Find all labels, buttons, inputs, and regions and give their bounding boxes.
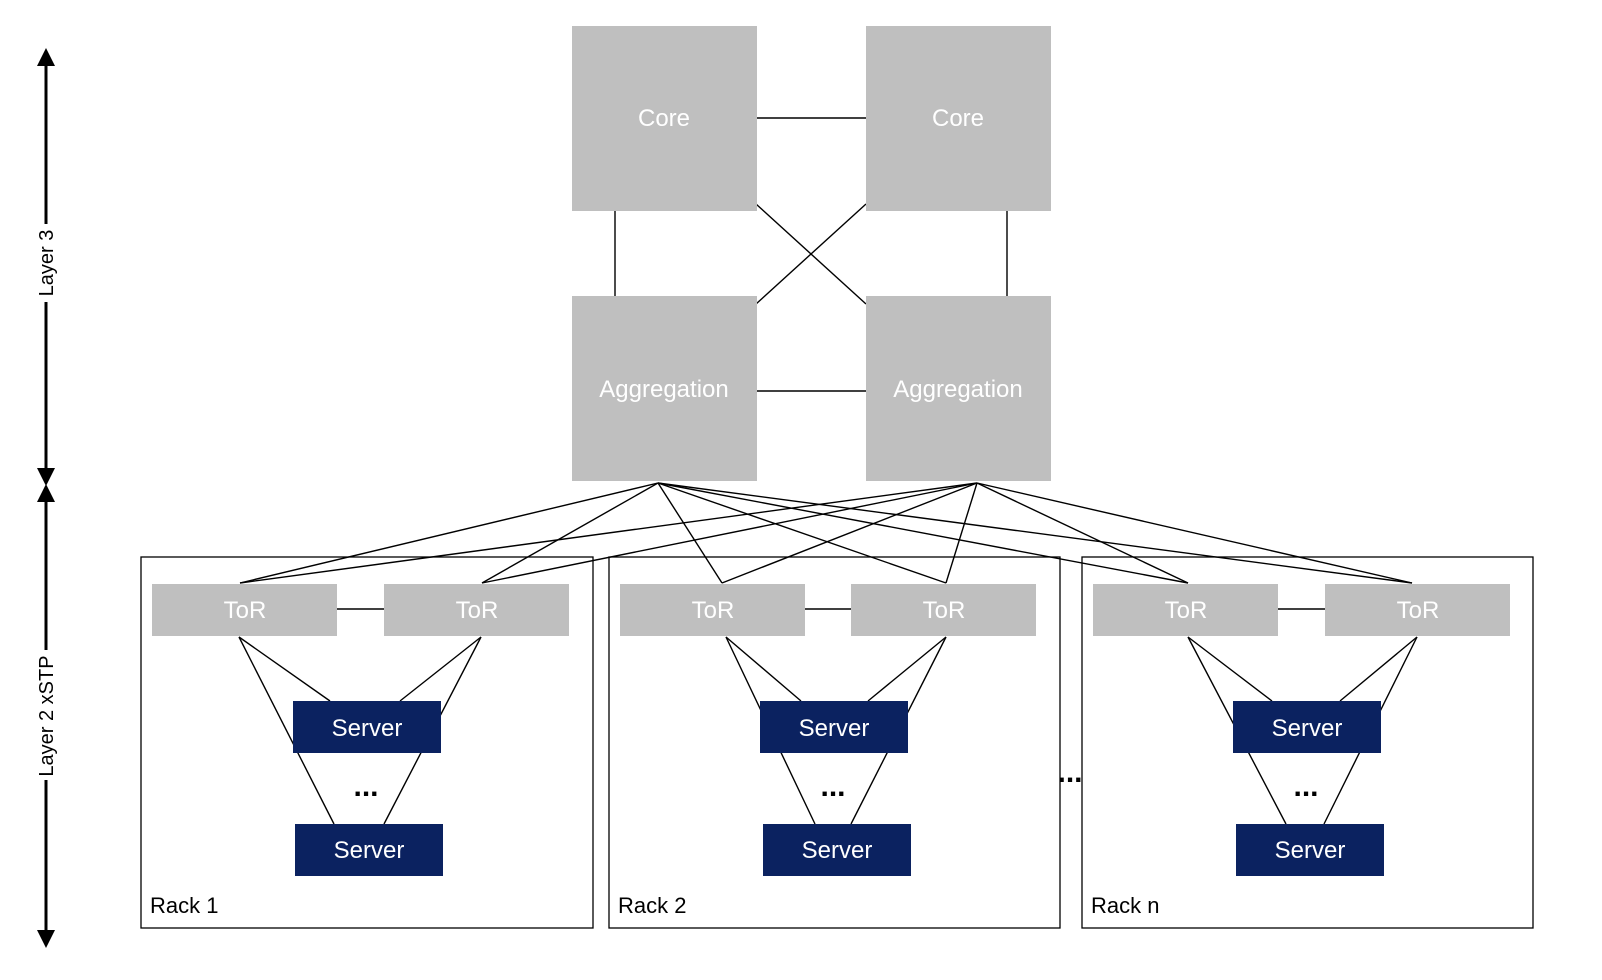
rack-n-server-1-label: Server	[1272, 715, 1343, 742]
rack-2-server-2-label: Server	[802, 837, 873, 864]
core-switch-2-label: Core	[932, 105, 984, 132]
rack-n-label: Rack n	[1091, 893, 1159, 918]
rack-1-server-2-label: Server	[334, 837, 405, 864]
aggregation-switch-1-label: Aggregation	[599, 376, 728, 403]
core-switch-1: Core	[572, 26, 757, 211]
aggregation-switch-2: Aggregation	[866, 296, 1051, 481]
rack-1-tor-1	[152, 584, 337, 636]
rack-n: ToR ToR Server ... Server Rack n	[1081, 556, 1534, 929]
rack-1-tor-1-label: ToR	[224, 597, 267, 624]
rack-2-label: Rack 2	[618, 893, 686, 918]
rack-2-server-1	[760, 701, 908, 753]
rack-n-tor-2	[1325, 584, 1510, 636]
aggregation-tor-links	[239, 482, 1413, 584]
rack-n-tor-1	[1093, 584, 1278, 636]
rack-n-tor-2-label: ToR	[1397, 597, 1440, 624]
rack-n-server-2-label: Server	[1275, 837, 1346, 864]
rack-2-tor-2	[851, 584, 1036, 636]
aggregation-switch-2-label: Aggregation	[893, 376, 1022, 403]
rack-2-server-2	[763, 824, 911, 876]
layer-2-label: Layer 2 xSTP	[36, 655, 58, 776]
rack-2-ellipsis: ...	[820, 770, 845, 803]
rack-n-server-2	[1236, 824, 1384, 876]
layer-2-arrow: Layer 2 xSTP	[36, 484, 58, 948]
core-switch-2: Core	[866, 26, 1051, 211]
rack-1-label: Rack 1	[150, 893, 218, 918]
rack-2-tor-2-label: ToR	[923, 597, 966, 624]
rack-n-ellipsis: ...	[1293, 770, 1318, 803]
rack-1-tor-2	[384, 584, 569, 636]
rack-1-ellipsis: ...	[353, 770, 378, 803]
rack-n-server-1	[1233, 701, 1381, 753]
layer-3-label: Layer 3	[36, 230, 58, 297]
layer-3-arrow: Layer 3	[36, 48, 58, 486]
rack-n-tor-1-label: ToR	[1165, 597, 1208, 624]
aggregation-switch-1: Aggregation	[572, 296, 757, 481]
rack-1-server-1-label: Server	[332, 715, 403, 742]
between-racks-ellipsis: ...	[1057, 756, 1082, 789]
rack-1-server-2	[295, 824, 443, 876]
core-switch-1-label: Core	[638, 105, 690, 132]
rack-1-server-1	[293, 701, 441, 753]
rack-2-tor-1	[620, 584, 805, 636]
rack-1-tor-2-label: ToR	[456, 597, 499, 624]
rack-2-server-1-label: Server	[799, 715, 870, 742]
rack-2: ToR ToR Server ... Server Rack 2	[608, 556, 1061, 929]
core-aggregation-links	[614, 117, 1008, 392]
rack-2-tor-1-label: ToR	[692, 597, 735, 624]
rack-1: ToR ToR Server ... Server Rack 1	[140, 556, 594, 929]
